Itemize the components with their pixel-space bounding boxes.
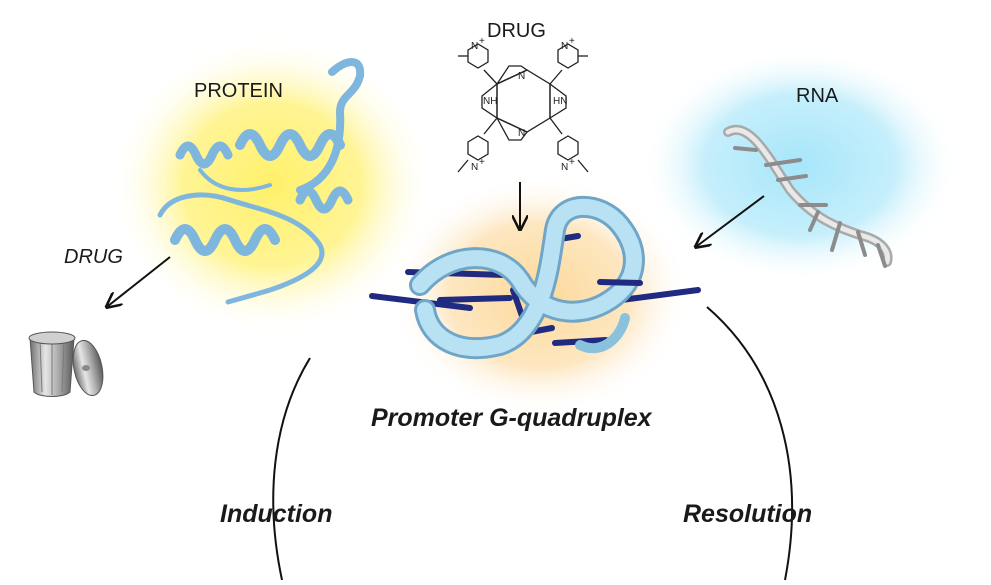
porphyrin-atom-labels: NH HN N N N N N N + + + + bbox=[471, 36, 575, 173]
rna-structure bbox=[723, 124, 893, 268]
rna-label: RNA bbox=[796, 85, 839, 107]
hn-label: HN bbox=[553, 96, 567, 107]
induction-arc bbox=[272, 357, 311, 581]
charge-4: + bbox=[569, 157, 575, 168]
induction-label: Induction bbox=[220, 500, 333, 528]
drug-top-label: DRUG bbox=[487, 20, 546, 42]
protein-to-trash-arrow bbox=[108, 256, 171, 306]
resolution-label: Resolution bbox=[683, 500, 813, 528]
pyridinium-n-3: N bbox=[471, 162, 478, 173]
protein-label: PROTEIN bbox=[194, 80, 283, 102]
n-top-label: N bbox=[518, 71, 525, 82]
trash-can-icon bbox=[28, 331, 104, 397]
g-quadruplex-structure bbox=[369, 195, 701, 360]
charge-2: + bbox=[569, 36, 575, 47]
pyridinium-n-1: N bbox=[471, 41, 478, 52]
porphyrin-structure bbox=[457, 43, 589, 173]
drug-side-label: DRUG bbox=[64, 246, 123, 268]
resolution-arc bbox=[706, 306, 794, 581]
pyridinium-n-2: N bbox=[561, 41, 568, 52]
charge-3: + bbox=[479, 157, 485, 168]
pyridinium-n-4: N bbox=[561, 162, 568, 173]
protein-structure bbox=[157, 58, 365, 305]
nh-label: NH bbox=[483, 96, 497, 107]
rna-glow bbox=[640, 47, 960, 283]
rna-to-gquad-arrow bbox=[697, 195, 765, 246]
charge-1: + bbox=[479, 36, 485, 47]
center-title: Promoter G-quadruplex bbox=[371, 404, 652, 432]
n-bottom-label: N bbox=[518, 128, 525, 139]
